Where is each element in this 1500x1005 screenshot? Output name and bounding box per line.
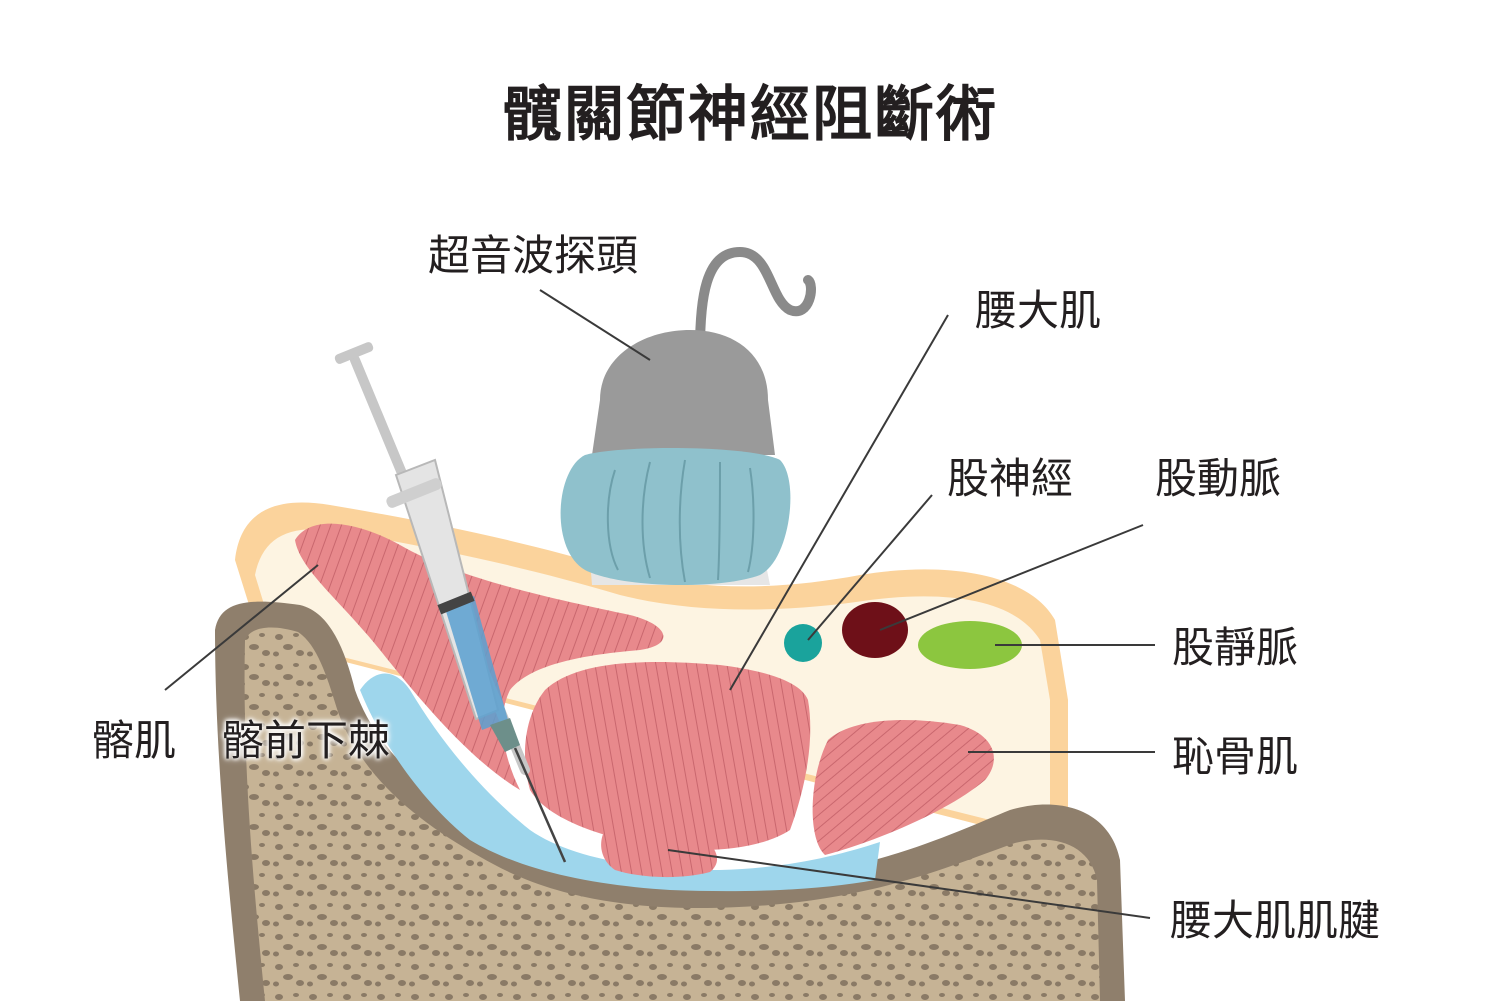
femoral-artery-dot <box>842 602 908 658</box>
label-probe: 超音波探頭 <box>428 231 639 280</box>
leader-lines <box>164 289 1155 919</box>
psoas-tendon <box>601 819 718 878</box>
label-aiis: 髂前下棘 <box>222 716 391 765</box>
joint-fluid <box>360 673 880 892</box>
label-iliacus: 髂肌 <box>92 716 177 765</box>
label-psoas: 腰大肌 <box>975 286 1102 335</box>
probe-body <box>592 330 775 455</box>
probe-gel-ridges <box>606 459 755 583</box>
label-femoral-vein: 股靜脈 <box>1172 623 1299 672</box>
label-femoral-artery: 股動脈 <box>1155 454 1282 503</box>
probe-cable <box>695 246 816 355</box>
label-femoral-nerve: 股神經 <box>947 454 1074 503</box>
femoral-vein-dot <box>918 621 1022 669</box>
psoas-muscle <box>525 661 811 850</box>
syringe <box>334 342 567 863</box>
pectineus-muscle <box>812 720 994 855</box>
label-pectineus: 恥骨肌 <box>1172 732 1299 781</box>
bone-inner <box>244 627 1101 1001</box>
label-psoas-tendon: 腰大肌肌腱 <box>1170 896 1381 945</box>
page-title: 髖關節神經阻斷術 <box>502 80 998 150</box>
probe-gel-cap <box>560 448 791 586</box>
